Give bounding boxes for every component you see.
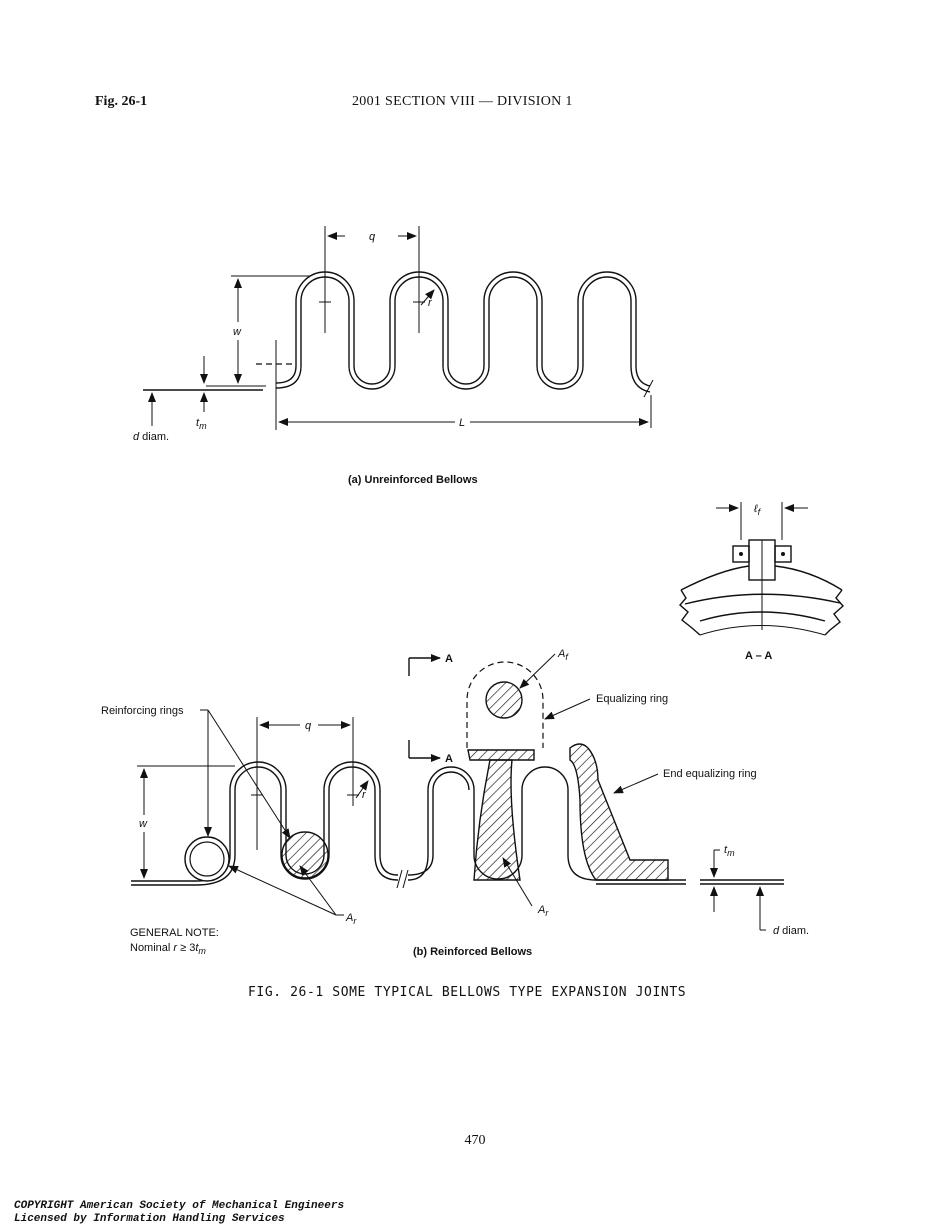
radius-r-label: r — [428, 297, 433, 309]
thickness-tm-label-b: tm — [724, 844, 735, 858]
page-number: 470 — [464, 1133, 486, 1148]
end-equalizing-ring-label: End equalizing ring — [663, 768, 757, 780]
caption-a: (a) Unreinforced Bellows — [348, 474, 478, 486]
copyright-notice: COPYRIGHT American Society of Mechanical… — [14, 1200, 344, 1226]
equalizing-ring-label: Equalizing ring — [596, 693, 668, 705]
general-note-text: Nominal r ≥ 3tm — [130, 942, 206, 956]
d-diam-label-b: d diam. — [773, 925, 809, 937]
length-L-label: L — [459, 417, 465, 429]
figure-reference-header: Fig. 26-1 — [95, 94, 148, 109]
copyright-line-1: COPYRIGHT American Society of Mechanical… — [14, 1200, 345, 1212]
general-note-title: GENERAL NOTE: — [130, 927, 219, 939]
radius-r-label-b: r — [362, 789, 367, 801]
lf-label: ℓf — [753, 503, 762, 517]
ar-label-left: Ar — [345, 912, 357, 926]
unreinforced-bellows-diagram: q r w tm L d diam. (a) Unreinforced Bell… — [133, 226, 654, 486]
figure-caption: FIG. 26-1 SOME TYPICAL BELLOWS TYPE EXPA… — [248, 985, 687, 1000]
pitch-q-label: q — [369, 231, 376, 243]
height-w-label: w — [233, 326, 242, 338]
reinforced-bellows-diagram: Reinforcing rings q r w A A Af Equalizin… — [101, 648, 809, 958]
section-mark-a-bottom: A — [445, 753, 453, 765]
af-label: Af — [557, 648, 569, 662]
ar-label-right: Ar — [537, 904, 549, 918]
section-mark-a-top: A — [445, 653, 453, 665]
caption-b: (b) Reinforced Bellows — [413, 946, 532, 958]
section-aa-label: A – A — [745, 650, 772, 662]
copyright-line-2: Licensed by Information Handling Service… — [14, 1213, 285, 1225]
pitch-q-label-b: q — [305, 720, 312, 732]
thickness-tm-label: tm — [196, 417, 207, 431]
height-w-label-b: w — [139, 818, 148, 830]
reinforcing-rings-label: Reinforcing rings — [101, 705, 184, 717]
section-a-a-detail: A – A ℓf — [679, 502, 844, 662]
section-header: 2001 SECTION VIII — DIVISION 1 — [352, 94, 573, 109]
d-diam-label: d diam. — [133, 431, 169, 443]
